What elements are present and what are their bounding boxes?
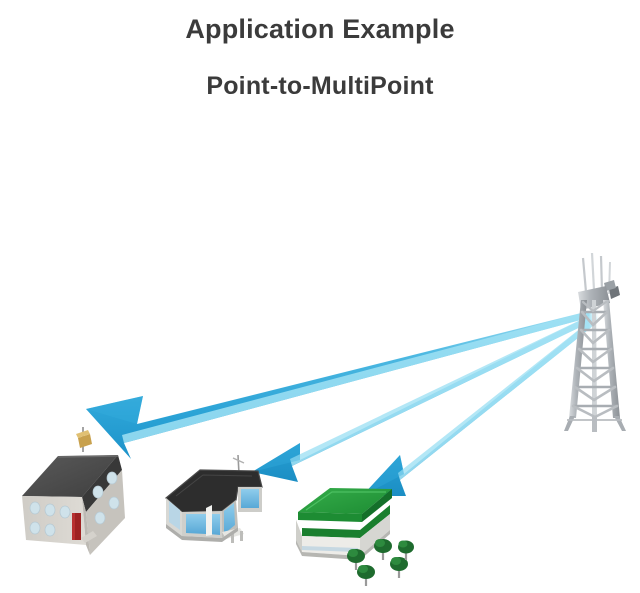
residential-house-hit[interactable] bbox=[18, 425, 130, 550]
tree-cluster bbox=[347, 539, 414, 586]
tree bbox=[390, 557, 408, 578]
house-door bbox=[72, 513, 81, 540]
tower-lattice bbox=[569, 300, 620, 419]
tree bbox=[357, 565, 375, 586]
title-block: Application Example Point-to-MultiPoint bbox=[0, 0, 640, 101]
green-roof-building[interactable] bbox=[296, 488, 392, 560]
residential-house[interactable] bbox=[22, 427, 125, 555]
tree bbox=[347, 549, 365, 570]
house-rooftop-antenna-icon bbox=[76, 427, 92, 452]
office-building-hit[interactable] bbox=[162, 452, 266, 546]
tree bbox=[374, 539, 392, 560]
tree bbox=[398, 540, 414, 560]
tower-base bbox=[564, 416, 626, 432]
wireless-beams-group bbox=[86, 295, 600, 496]
transmission-tower[interactable] bbox=[564, 252, 626, 432]
house-windows bbox=[29, 501, 71, 537]
page-title: Application Example bbox=[185, 14, 455, 44]
tower-antenna-icon bbox=[581, 252, 620, 299]
page-subtitle: Point-to-MultiPoint bbox=[206, 72, 434, 100]
office-windows bbox=[169, 489, 259, 535]
green-roof-building-hit[interactable] bbox=[292, 485, 396, 563]
office-building[interactable] bbox=[165, 454, 263, 543]
transmission-tower-hit[interactable] bbox=[555, 250, 635, 440]
wireless-beam-to-warehouse[interactable] bbox=[362, 304, 600, 496]
